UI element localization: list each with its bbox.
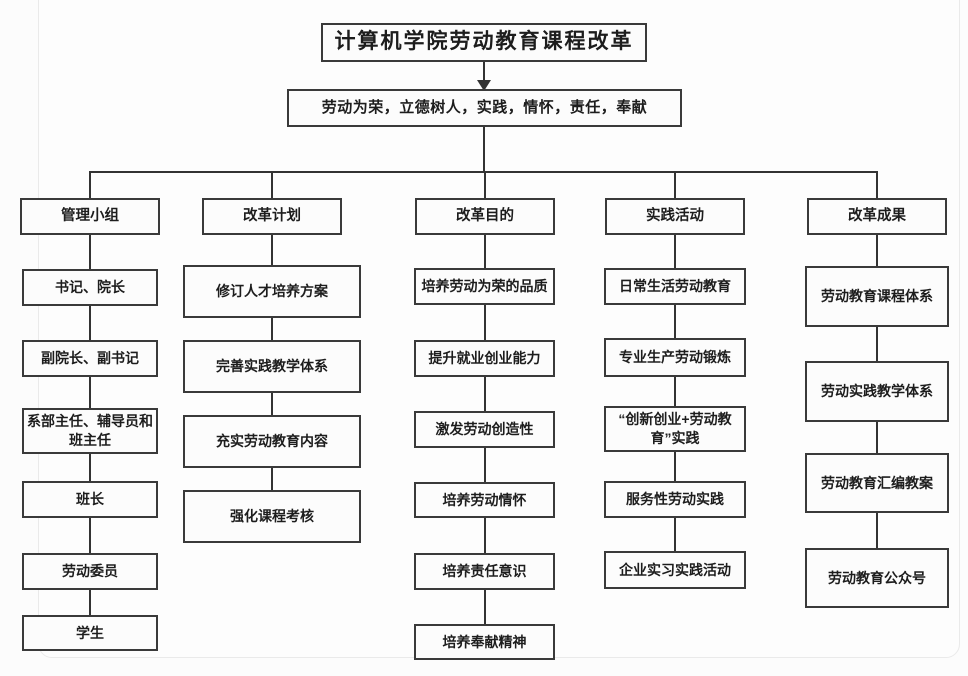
diagram-title: 计算机学院劳动教育课程改革 [321, 23, 647, 62]
flow-box: 强化课程考核 [183, 490, 361, 543]
flow-box: 提升就业创业能力 [414, 340, 555, 377]
flow-box: 培养劳动情怀 [414, 482, 555, 518]
flow-box: 劳动教育公众号 [805, 548, 949, 608]
flow-box: 专业生产劳动锻炼 [604, 338, 746, 377]
column-header-management-group: 管理小组 [20, 198, 160, 235]
flow-box: 劳动教育汇编教案 [805, 453, 949, 513]
flow-box: 劳动委员 [22, 553, 158, 590]
flow-box: 修订人才培养方案 [183, 265, 361, 318]
diagram-motto: 劳动为荣，立德树人，实践，情怀，责任，奉献 [287, 89, 682, 127]
flow-box: 班长 [22, 481, 158, 518]
flow-box: “创新创业+劳动教育”实践 [604, 406, 746, 452]
flow-box: 企业实习实践活动 [604, 551, 746, 589]
flow-box: 培养责任意识 [414, 553, 555, 590]
column-header-reform-plan: 改革计划 [202, 198, 342, 235]
flow-box: 完善实践教学体系 [183, 340, 361, 393]
flow-box: 培养劳动为荣的品质 [414, 268, 555, 305]
flow-box: 充实劳动教育内容 [183, 415, 361, 468]
flow-box: 劳动教育课程体系 [805, 266, 949, 327]
column-header-reform-outcomes: 改革成果 [807, 198, 947, 235]
flow-box: 副院长、副书记 [22, 340, 158, 377]
flow-box: 书记、院长 [22, 269, 158, 306]
flow-box: 劳动实践教学体系 [805, 361, 949, 422]
flow-box: 培养奉献精神 [414, 624, 555, 660]
flow-box: 学生 [22, 615, 158, 651]
flow-box: 激发劳动创造性 [414, 411, 555, 448]
column-header-practice-activities: 实践活动 [605, 198, 745, 235]
flow-box: 日常生活劳动教育 [604, 268, 746, 305]
flow-box: 服务性劳动实践 [604, 481, 746, 518]
flow-box: 系部主任、辅导员和班主任 [22, 408, 158, 454]
column-header-reform-purpose: 改革目的 [415, 198, 555, 235]
